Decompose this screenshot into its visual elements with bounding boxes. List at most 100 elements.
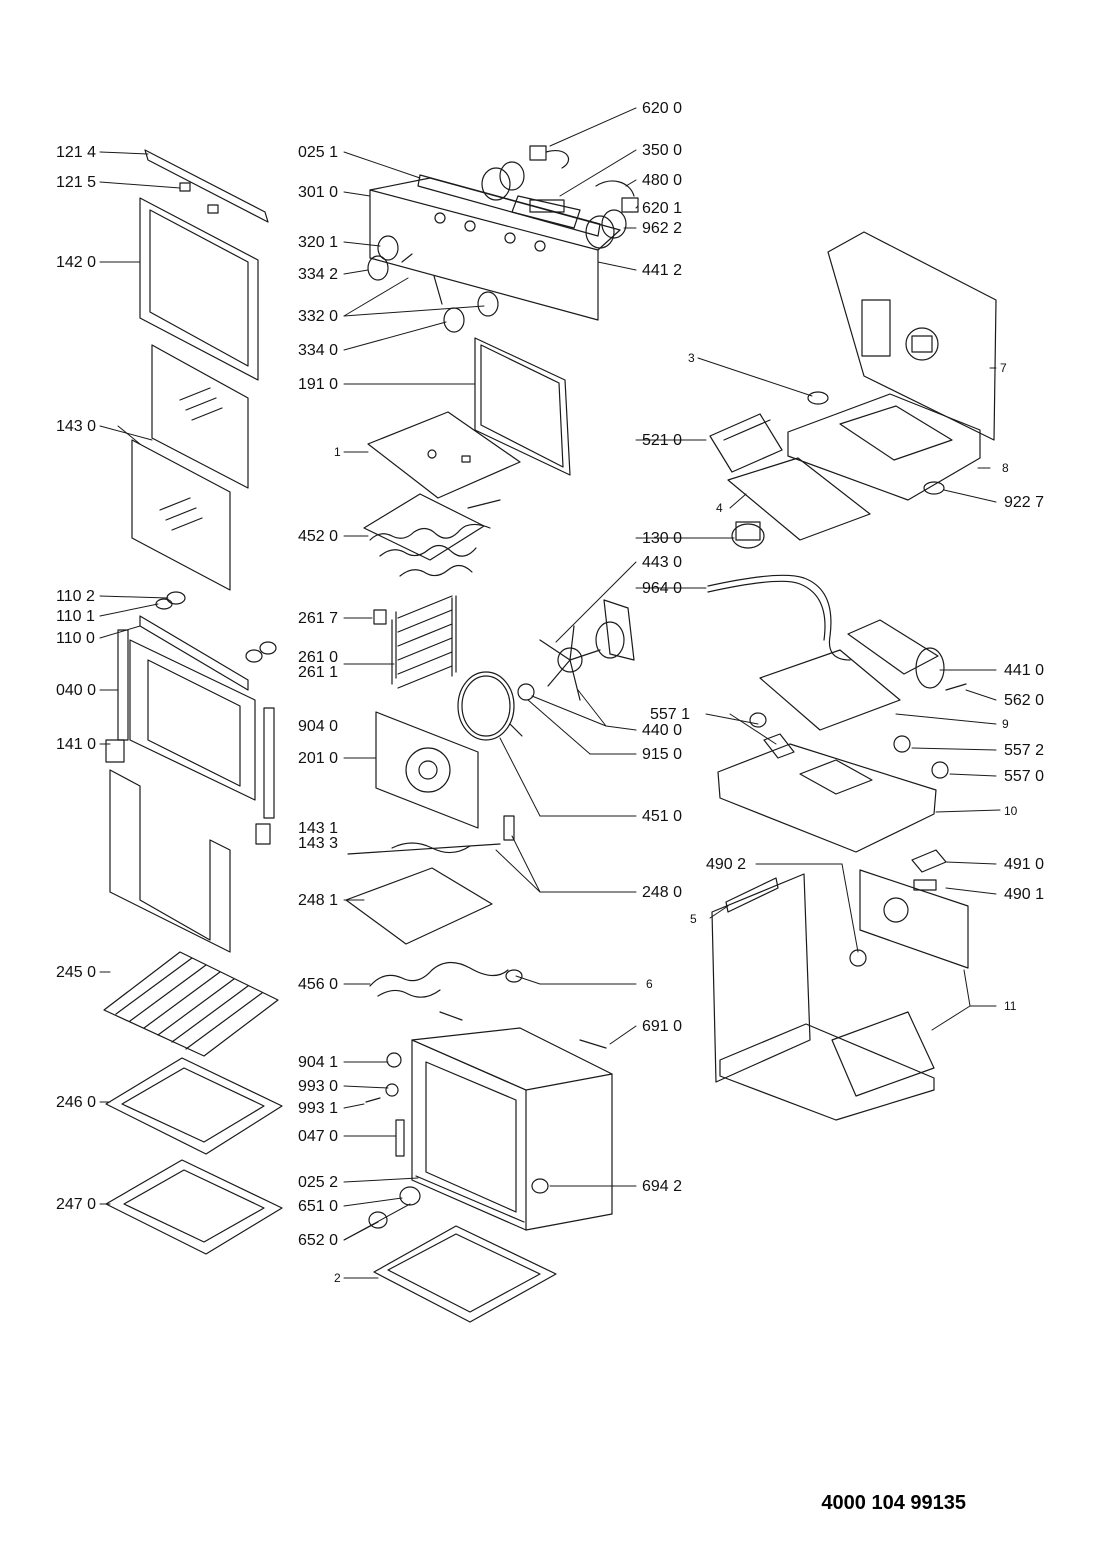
- part-label-452-0: 452 0: [298, 528, 339, 545]
- side-panels: [711, 869, 969, 1083]
- part-label-557-0: 557 0: [1004, 768, 1045, 785]
- part-label-964-0: 964 0: [642, 580, 683, 597]
- part-label-451-0: 451 0: [642, 808, 683, 825]
- part-label-651-0: 651 0: [298, 1198, 339, 1215]
- part-label-562-0: 562 0: [1004, 692, 1045, 709]
- deep-tray: [105, 1159, 283, 1255]
- selector-motors: [481, 145, 639, 249]
- part-label-5: 5: [690, 912, 697, 926]
- top-cover-plate: [367, 411, 521, 499]
- control-panel: [369, 174, 621, 321]
- part-label-491-0: 491 0: [1004, 856, 1045, 873]
- part-label-121-5: 121 5: [56, 174, 97, 191]
- knobs: [367, 235, 499, 333]
- part-label-332-0: 332 0: [298, 308, 339, 325]
- upper-heating-element: [363, 493, 501, 577]
- part-label-142-0: 142 0: [56, 254, 97, 271]
- ring-heating-element: [457, 671, 523, 741]
- part-label-993-1: 993 1: [298, 1100, 339, 1117]
- safety-thermostats: [749, 712, 949, 779]
- part-label-962-2: 962 2: [642, 220, 683, 237]
- oven-door-seal: [474, 337, 571, 476]
- outer-door-glass: [139, 197, 259, 381]
- fan-motor: [595, 599, 635, 661]
- part-label-201-0: 201 0: [298, 750, 339, 767]
- door-top-trim: [144, 149, 269, 223]
- part-label-620-0: 620 0: [642, 100, 683, 117]
- part-label-143-3: 143 3: [298, 835, 339, 852]
- part-label-130-0: 130 0: [642, 530, 683, 547]
- shallow-tray: [105, 1057, 283, 1155]
- part-label-143-1: 143 1: [298, 820, 339, 837]
- part-label-3: 3: [688, 351, 695, 365]
- door-spacers: [155, 591, 277, 663]
- wire-rack: [103, 951, 279, 1057]
- cooling-duct-plate: [787, 391, 981, 501]
- part-label-440-0: 440 0: [642, 722, 683, 739]
- door-seal: [109, 769, 231, 953]
- part-label-443-0: 443 0: [642, 554, 683, 571]
- part-label-993-0: 993 0: [298, 1078, 339, 1095]
- part-label-441-2: 441 2: [642, 262, 683, 279]
- door-bottom-trim: [139, 615, 249, 691]
- part-label-047-0: 047 0: [298, 1128, 339, 1145]
- lower-housing-plate: [717, 743, 937, 853]
- part-label-915-0: 915 0: [642, 746, 683, 763]
- document-number: 4000 104 99135: [821, 1492, 966, 1514]
- part-label-261-7: 261 7: [298, 610, 339, 627]
- part-label-6: 6: [646, 977, 653, 991]
- grill-element: [369, 961, 509, 1021]
- part-label-025-2: 025 2: [298, 1174, 339, 1191]
- door-handle-parts: [368, 1186, 421, 1229]
- part-label-301-0: 301 0: [298, 184, 339, 201]
- part-label-652-0: 652 0: [298, 1232, 339, 1249]
- part-label-1: 1: [334, 445, 341, 459]
- thermostat-120: [731, 521, 765, 549]
- part-label-040-0: 040 0: [56, 682, 97, 699]
- part-label-557-2: 557 2: [1004, 742, 1045, 759]
- cavity-small-parts: [365, 1039, 607, 1223]
- part-label-441-0: 441 0: [1004, 662, 1045, 679]
- part-label-10: 10: [1004, 804, 1018, 818]
- convection-fan: [517, 625, 601, 701]
- fan-cover: [375, 711, 479, 829]
- part-label-490-2: 490 2: [706, 856, 747, 873]
- part-label-2: 2: [334, 1271, 341, 1285]
- oven-lamp: [505, 969, 523, 983]
- bottom-cover: [373, 1225, 557, 1323]
- rotisserie-spit: [347, 815, 515, 855]
- door-frame-and-hinges: [105, 629, 275, 845]
- part-label-4: 4: [716, 501, 723, 515]
- part-label-261-0: 261 0: [298, 649, 339, 666]
- part-label-334-2: 334 2: [298, 266, 339, 283]
- part-label-557-1: 557 1: [650, 706, 691, 723]
- outer-housing: [719, 949, 935, 1121]
- part-label-334-0: 334 0: [298, 342, 339, 359]
- part-label-694-2: 694 2: [642, 1178, 683, 1195]
- part-label-9: 9: [1002, 717, 1009, 731]
- inner-door-glass: [131, 344, 249, 591]
- part-label-456-0: 456 0: [298, 976, 339, 993]
- part-label-11: 11: [1004, 999, 1017, 1013]
- part-label-121-4: 121 4: [56, 144, 97, 161]
- part-label-110-0: 110 0: [56, 630, 95, 647]
- part-label-904-0: 904 0: [298, 718, 339, 735]
- shelf-support-racks: [373, 595, 457, 689]
- part-label-320-1: 320 1: [298, 234, 339, 251]
- part-label-480-0: 480 0: [642, 172, 683, 189]
- part-label-7: 7: [1000, 361, 1007, 375]
- part-label-8: 8: [1002, 461, 1009, 475]
- part-label-246-0: 246 0: [56, 1094, 97, 1111]
- part-label-261-1: 261 1: [298, 664, 339, 681]
- display-module: [511, 195, 581, 229]
- part-label-245-0: 245 0: [56, 964, 97, 981]
- grill-reflector: [345, 867, 493, 945]
- back-panel: [827, 231, 997, 441]
- part-label-904-1: 904 1: [298, 1054, 339, 1071]
- part-label-691-0: 691 0: [642, 1018, 683, 1035]
- part-label-025-1: 025 1: [298, 144, 339, 161]
- part-label-490-1: 490 1: [1004, 886, 1045, 903]
- part-label-143-0: 143 0: [56, 418, 97, 435]
- cooling-fan-assembly: [707, 574, 967, 731]
